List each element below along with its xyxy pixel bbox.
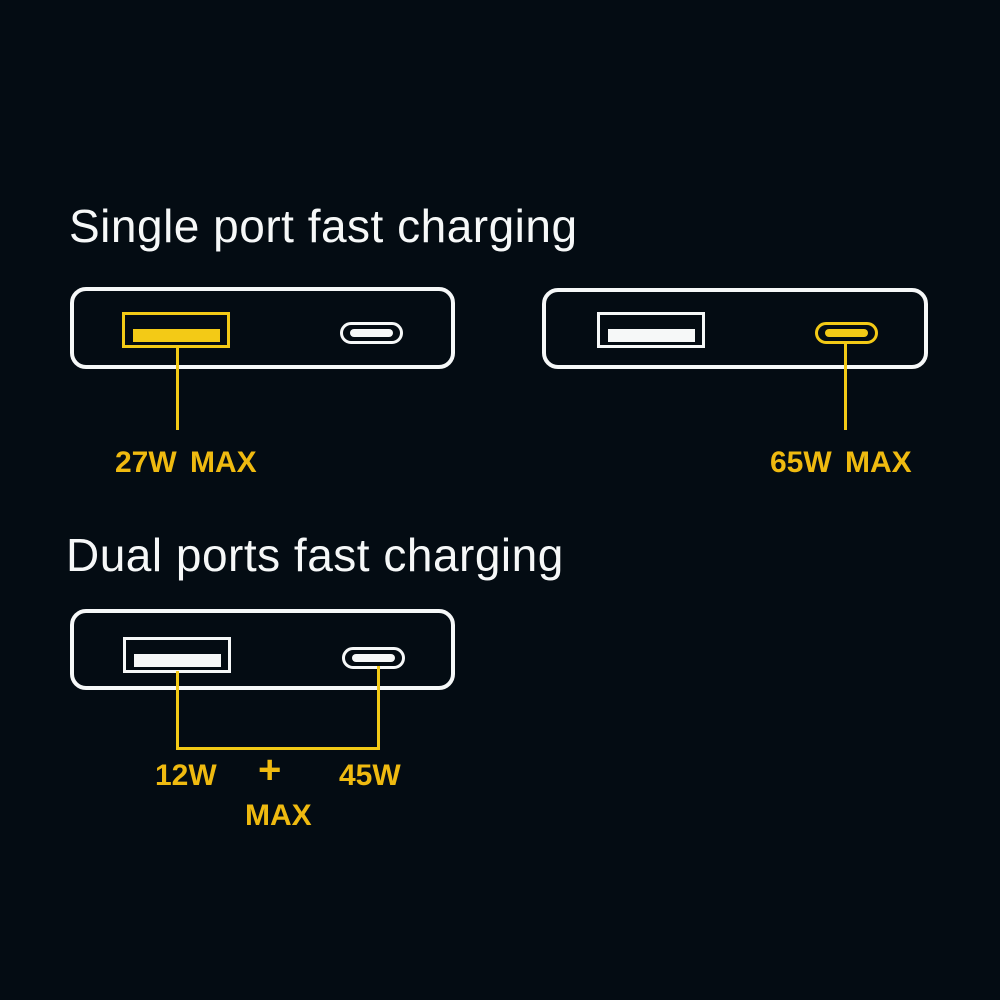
usb-a-port-tongue	[134, 654, 221, 667]
callout-line-27w	[176, 346, 179, 430]
usb-a-port-highlighted	[122, 312, 230, 348]
usb-a-port-tongue	[133, 329, 220, 342]
usb-a-port-tongue	[608, 329, 695, 342]
callout-line-65w	[844, 343, 847, 430]
wattage-label-12w: 12W	[155, 759, 217, 792]
usb-c-port-highlighted	[815, 322, 878, 344]
usb-c-port-tongue	[352, 654, 395, 662]
usb-c-port	[342, 647, 405, 669]
adapter-outline-dual	[70, 609, 455, 690]
wattage-label-max: MAX	[245, 799, 312, 832]
usb-c-port-tongue	[825, 329, 868, 337]
usb-c-port	[340, 322, 403, 344]
usb-a-port	[597, 312, 705, 348]
callout-line-45w	[377, 666, 380, 750]
plus-sign: +	[258, 748, 282, 792]
adapter-outline-single-usb-c	[542, 288, 928, 369]
wattage-label-45w: 45W	[339, 759, 401, 792]
wattage-label-27w: 27W MAX	[115, 446, 257, 479]
dual-port-section-title: Dual ports fast charging	[66, 529, 564, 581]
adapter-outline-single-usb-a	[70, 287, 455, 369]
callout-line-connector	[176, 747, 380, 750]
usb-a-port	[123, 637, 231, 673]
usb-c-port-tongue	[350, 329, 393, 337]
callout-line-12w	[176, 671, 179, 750]
wattage-label-65w: 65W MAX	[770, 446, 912, 479]
single-port-section-title: Single port fast charging	[69, 200, 578, 252]
